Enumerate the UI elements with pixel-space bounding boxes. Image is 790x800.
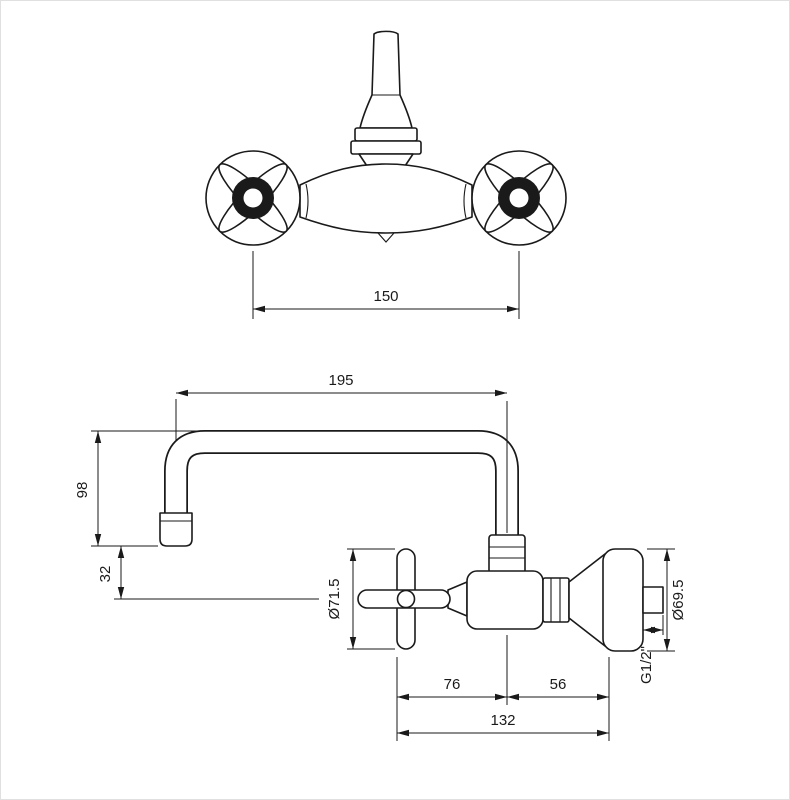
front-view: 150 — [205, 30, 567, 319]
dim-outlet-drop-label: 32 — [97, 566, 114, 583]
dim-center-to-wall-label: 56 — [550, 676, 567, 693]
handle-right — [471, 150, 567, 246]
spout-side — [159, 430, 519, 553]
side-view: 195 98 32 Ø71.5 Ø69.5 — [74, 372, 687, 741]
dim-connection-thread: G1/2" — [638, 615, 664, 684]
dim-flange-diameter: Ø69.5 — [647, 548, 687, 652]
dim-handle-spacing: 150 — [252, 251, 520, 319]
mixer-body-front — [299, 163, 473, 243]
dim-spout-reach: 195 — [175, 372, 508, 533]
dim-handle-diameter-label: Ø71.5 — [326, 579, 343, 620]
dim-spout-height: 98 — [74, 430, 205, 547]
wall-flange — [602, 548, 644, 652]
dim-total-depth-label: 132 — [490, 712, 515, 729]
pipe-nipple — [642, 586, 664, 614]
dim-handle-spacing-label: 150 — [373, 288, 398, 305]
dim-handle-diameter: Ø71.5 — [326, 548, 395, 650]
spout-front — [350, 30, 422, 167]
dim-depth-group: 76 56 132 — [396, 635, 610, 741]
handle-left — [205, 150, 301, 246]
dim-outlet-drop: 32 — [97, 546, 319, 600]
valve-body-side — [447, 548, 664, 652]
spout-nut — [488, 534, 526, 574]
dim-spout-reach-label: 195 — [328, 372, 353, 389]
dim-connection-thread-label: G1/2" — [638, 646, 655, 684]
dim-spout-height-label: 98 — [74, 482, 91, 499]
dim-handle-to-center-label: 76 — [444, 676, 461, 693]
handle-side — [357, 548, 451, 650]
dim-flange-diameter-label: Ø69.5 — [670, 580, 687, 621]
